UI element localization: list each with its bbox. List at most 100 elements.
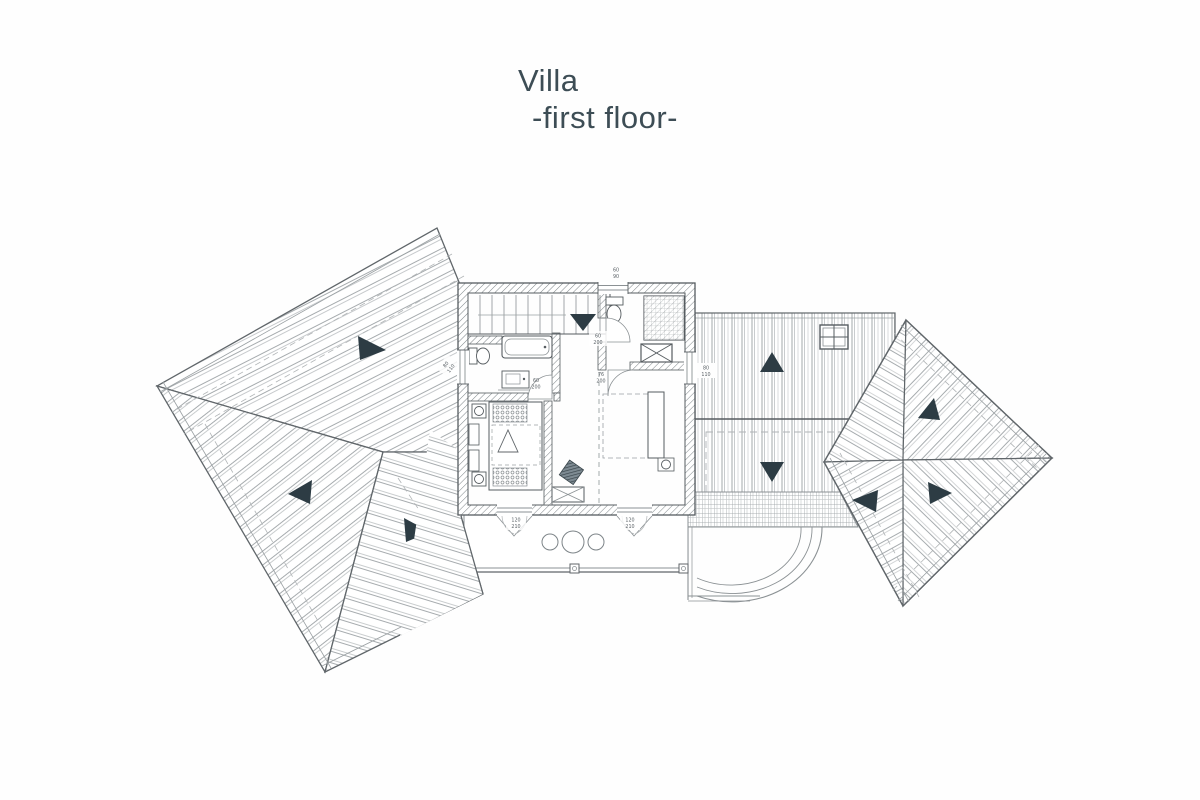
right-hip-roof bbox=[822, 318, 1054, 608]
svg-text:76: 76 bbox=[598, 372, 604, 378]
bed-dashed bbox=[602, 393, 649, 459]
lamp bbox=[661, 459, 671, 470]
outer-wall-line bbox=[457, 282, 696, 516]
dimension-label: 76 200 bbox=[596, 372, 605, 385]
slope-arrow-icon bbox=[918, 398, 940, 420]
balcony-chair bbox=[541, 533, 559, 551]
svg-text:60: 60 bbox=[613, 268, 619, 274]
dimension-label: 60 200 bbox=[589, 331, 607, 346]
partition-wall bbox=[467, 335, 503, 345]
slope-arrow-icon bbox=[760, 352, 784, 372]
bed-direction-marker bbox=[497, 428, 519, 453]
balcony-post bbox=[569, 563, 580, 574]
terrace-arc bbox=[696, 526, 802, 586]
right-window-opening bbox=[684, 351, 696, 385]
chair bbox=[558, 459, 585, 486]
balcony bbox=[463, 514, 689, 574]
svg-text:60: 60 bbox=[595, 334, 601, 340]
bedroom-left bbox=[468, 401, 543, 491]
shaft bbox=[640, 343, 673, 363]
svg-text:60: 60 bbox=[533, 378, 539, 384]
double-bed bbox=[488, 401, 543, 491]
svg-text:210: 210 bbox=[625, 524, 634, 530]
headboard bbox=[647, 391, 665, 459]
radiator bbox=[468, 449, 480, 472]
hidden-edge-dashed bbox=[893, 332, 1041, 472]
dimension-labels: 60 90 80 110 80 110 60 200 60 200 bbox=[436, 265, 716, 530]
svg-text:80: 80 bbox=[442, 361, 450, 370]
eave-line bbox=[159, 233, 441, 393]
partition-wall bbox=[597, 341, 607, 371]
partition-wall bbox=[553, 392, 561, 402]
door-swing-arc bbox=[605, 317, 631, 343]
roof-edge bbox=[460, 515, 484, 595]
slope-arrow-icon bbox=[358, 336, 386, 360]
eave-line bbox=[897, 452, 1048, 602]
partition-wall bbox=[467, 392, 529, 402]
door-swing-arc bbox=[607, 369, 635, 397]
svg-text:120: 120 bbox=[511, 518, 520, 524]
skylight bbox=[819, 324, 849, 350]
svg-text:210: 210 bbox=[511, 524, 520, 530]
left-roof-overlap bbox=[400, 430, 483, 636]
pillow bbox=[492, 403, 528, 423]
bedroom-right bbox=[602, 391, 675, 472]
stairs-direction-arrow-icon bbox=[570, 314, 596, 331]
balcony-post bbox=[678, 563, 689, 574]
page-title: Villa -first floor- bbox=[518, 62, 678, 136]
partition-wall bbox=[543, 400, 553, 506]
balcony-table bbox=[561, 530, 585, 554]
nightstand bbox=[471, 471, 487, 487]
shower bbox=[643, 295, 685, 341]
slope-arrow-icon bbox=[852, 490, 878, 512]
door-swing-arc bbox=[527, 374, 553, 400]
curved-terrace bbox=[687, 526, 823, 603]
svg-text:200: 200 bbox=[593, 340, 602, 346]
sink-vanity bbox=[498, 370, 533, 391]
svg-text:200: 200 bbox=[531, 385, 540, 391]
balcony-chair bbox=[587, 533, 605, 551]
dimension-label: 120 210 bbox=[620, 515, 640, 530]
title-line-1: Villa bbox=[518, 63, 579, 98]
slope-arrow-icon bbox=[760, 462, 784, 482]
slope-arrow-icon bbox=[928, 482, 952, 504]
hidden-edge-dashed bbox=[839, 452, 920, 598]
eave-line bbox=[900, 324, 1048, 464]
balcony-door-left-opening bbox=[496, 504, 533, 537]
bathroom bbox=[468, 335, 553, 400]
partition-wall bbox=[629, 361, 686, 371]
toilet bbox=[468, 347, 490, 365]
balcony-door-right-opening bbox=[616, 504, 653, 537]
top-door-opening bbox=[597, 282, 629, 294]
radiator bbox=[468, 423, 480, 446]
nightstand bbox=[471, 403, 487, 419]
dimension-label: 120 210 bbox=[506, 515, 526, 530]
svg-text:120: 120 bbox=[625, 518, 634, 524]
hip-roof-face-north-east bbox=[902, 318, 1054, 461]
central-building bbox=[457, 282, 696, 537]
dimension-label: 80 110 bbox=[697, 363, 716, 378]
partition-wall bbox=[551, 332, 561, 394]
nightstand bbox=[657, 457, 675, 472]
dimension-label: 80 110 bbox=[436, 354, 460, 378]
slope-arrow-icon bbox=[288, 480, 312, 504]
wc-room bbox=[605, 295, 685, 363]
terrace-arc bbox=[696, 526, 813, 595]
svg-text:200: 200 bbox=[596, 379, 605, 385]
hip-roof-outline bbox=[823, 318, 1054, 608]
mattress-dashed bbox=[491, 424, 541, 466]
partition-wall bbox=[597, 292, 607, 319]
pillow bbox=[492, 467, 528, 487]
left-window-opening bbox=[457, 349, 469, 385]
svg-text:110: 110 bbox=[446, 363, 456, 374]
svg-text:110: 110 bbox=[701, 372, 710, 378]
console-table bbox=[551, 486, 585, 503]
hidden-edge-dashed bbox=[204, 423, 323, 629]
dimension-label: 60 90 bbox=[605, 265, 627, 280]
hidden-edge-dashed bbox=[889, 444, 1040, 594]
terrace-arc bbox=[696, 526, 823, 603]
bathtub bbox=[501, 335, 553, 359]
hidden-edge-dashed bbox=[171, 253, 453, 413]
